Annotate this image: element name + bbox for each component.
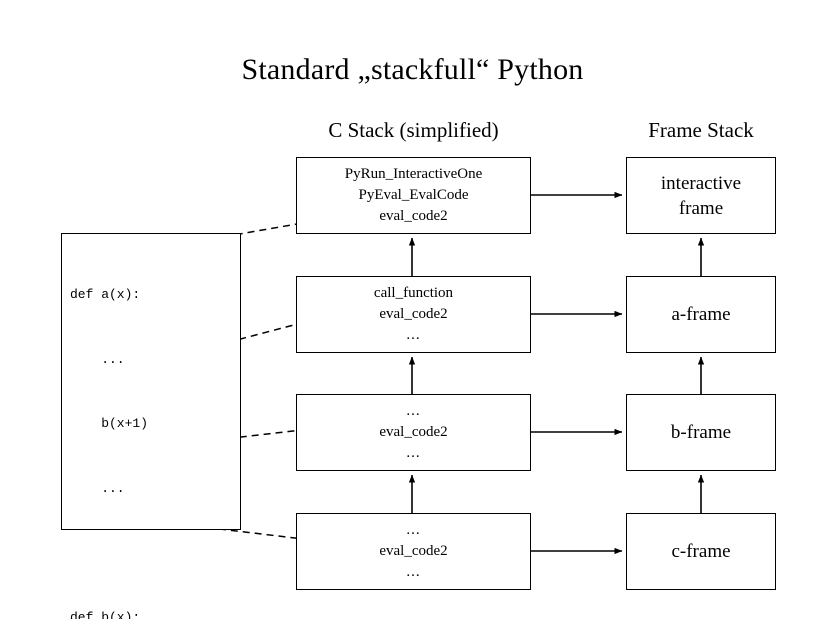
- code-line-5: [70, 542, 240, 564]
- frame-box-1-line-2: frame: [678, 197, 724, 219]
- code-line-4: ...: [70, 480, 125, 496]
- frame-box-4-line-1: c-frame: [671, 541, 731, 562]
- code-line-6: def b(x):: [70, 609, 141, 619]
- c-stack-box-4[interactable]: ... eval_code2 ...: [296, 513, 531, 590]
- c-stack-box-4-line-1: ...: [406, 522, 421, 538]
- c-stack-box-2-line-1: call_function: [373, 285, 454, 301]
- frame-box-1-line-1: interactive: [660, 172, 742, 194]
- c-stack-box-2-line-2: eval_code2: [379, 306, 448, 322]
- c-stack-box-2-line-3: ...: [406, 327, 421, 343]
- code-line-2: ...: [70, 351, 125, 367]
- c-stack-box-1[interactable]: PyRun_InteractiveOne PyEval_EvalCode eva…: [296, 157, 531, 234]
- frame-stack-box-c-frame[interactable]: c-frame: [626, 513, 776, 590]
- c-stack-box-3-line-2: eval_code2: [379, 424, 448, 440]
- page-title: Standard „stackfull“ Python: [241, 53, 584, 86]
- c-stack-box-1-line-1: PyRun_InteractiveOne: [344, 166, 483, 182]
- frame-box-2-line-1: a-frame: [671, 304, 731, 325]
- frame-box-3-line-1: b-frame: [670, 422, 732, 443]
- c-stack-box-1-line-3: eval_code2: [379, 208, 448, 224]
- frame-stack-box-a-frame[interactable]: a-frame: [626, 276, 776, 353]
- frame-stack-box-interactive-frame[interactable]: interactive frame: [626, 157, 776, 234]
- c-stack-box-3[interactable]: ... eval_code2 ...: [296, 394, 531, 471]
- c-stack-box-3-line-3: ...: [406, 445, 421, 461]
- c-stack-box-4-line-3: ...: [406, 564, 421, 580]
- c-stack-box-1-line-2: PyEval_EvalCode: [358, 187, 469, 203]
- c-to-frame-arrows: [531, 191, 623, 555]
- c-stack-box-4-line-2: eval_code2: [379, 543, 448, 559]
- code-line-1: def a(x):: [70, 287, 141, 302]
- column-header-c-stack: C Stack (simplified): [328, 118, 499, 142]
- source-code-panel[interactable]: def a(x): ... b(x+1) ... def b(x): ... c…: [61, 233, 241, 619]
- code-line-3: b(x+1): [70, 416, 149, 431]
- column-header-frame-stack: Frame Stack: [648, 118, 754, 142]
- c-stack-box-3-line-1: ...: [406, 403, 421, 419]
- frame-stack-box-b-frame[interactable]: b-frame: [626, 394, 776, 471]
- c-stack-box-2[interactable]: call_function eval_code2 ...: [296, 276, 531, 353]
